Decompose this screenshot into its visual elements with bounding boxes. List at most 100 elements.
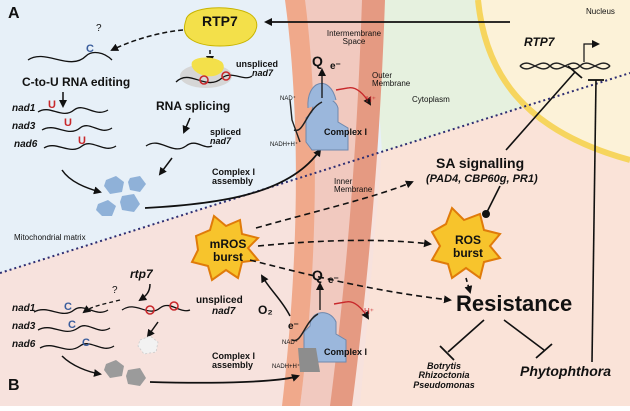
electron-label-a: e⁻ [330, 61, 341, 72]
ros-burst-label: ROS burst [440, 234, 496, 259]
pathogen-botrytis: Botrytis [426, 361, 461, 371]
h-plus-label-b: H⁺ [364, 307, 374, 316]
c-base-b2: C [68, 319, 76, 331]
arrow-ros-to-resistance [464, 277, 473, 294]
ros-line1: ROS [454, 233, 481, 247]
arrow-assembly-to-complex-b [149, 374, 300, 384]
rtp7-protein-label: RTP7 [202, 13, 238, 29]
inner-membrane [282, 0, 315, 406]
c-base-a: C [86, 43, 94, 55]
proton-pump-b [333, 301, 370, 320]
c-base-b3: C [82, 337, 90, 349]
gene-promoter-arrow [583, 40, 600, 62]
inhibit-sa-to-dna-bar [567, 65, 583, 79]
unspliced-line2-a: nad7 [252, 68, 274, 79]
nad6-label-a: nad6 [14, 139, 38, 150]
nadh-label-b: NADH+H⁺ [272, 364, 301, 370]
subunit-a1 [104, 176, 124, 194]
complex-i-label-b: Complex I [324, 347, 368, 357]
u-base-2: U [64, 117, 72, 129]
inhibit-resistance-to-bacteria-bar [439, 345, 455, 361]
link-sa-to-ros-dot [482, 210, 490, 218]
spliced-line1-a: spliced [210, 127, 242, 137]
rna-splicing-label: RNA splicing [156, 99, 231, 113]
inner-membrane-line2: Membrane [334, 185, 373, 195]
electron-label-b-1: e⁻ [288, 321, 299, 332]
pathogen-rhizoctonia: Rhizoctonia [418, 370, 470, 381]
inhibit-sa-to-dna [505, 71, 576, 151]
nucleus-label: Nucleus [586, 7, 615, 16]
unspliced-nad7-rna-b [121, 304, 191, 312]
sa-signalling-label: SA signalling [436, 155, 525, 171]
dna-helix-strand [519, 62, 611, 70]
subunit-a3 [96, 200, 116, 216]
u-base-1: U [48, 99, 56, 111]
unspliced-label-a: unspliced nad7 [236, 59, 279, 79]
nad-plus-label-a: NAD⁺ [280, 96, 296, 102]
unspliced-line1-b: unspliced [196, 295, 243, 306]
subunit-b1 [104, 360, 124, 378]
panel-a-label: A [8, 5, 20, 22]
rtp7-mutant-label: rtp7 [130, 267, 153, 281]
complex-assembly-line1-b: Complex I [212, 351, 256, 361]
arrow-mros-to-resistance [249, 259, 452, 304]
arrow-b-to-assembly [61, 355, 102, 377]
intermembrane-line2: Space [342, 37, 366, 47]
panel-b-label: B [8, 377, 20, 394]
intermembrane-line1: Intermembrane [326, 29, 382, 38]
nad3-label-b: nad3 [12, 321, 36, 332]
o2-arrow [261, 274, 291, 317]
rna-b-nad6 [39, 343, 115, 351]
h-plus-label-a: H⁺ [366, 95, 376, 104]
intron-loop-2 [221, 71, 231, 81]
intermembrane-space-label: Intermembrane Space [324, 29, 384, 47]
complex-assembly-label-a: Complex I assembly [212, 167, 256, 187]
question-arrow-b [82, 299, 121, 314]
nad1-label-b: nad1 [12, 303, 36, 314]
question-mark-b: ? [112, 285, 118, 296]
subunit-b2 [126, 368, 146, 386]
complex-i-b-grey [298, 348, 320, 372]
complex-assembly-line2-b: assembly [212, 360, 254, 371]
mros-line2: burst [213, 249, 243, 264]
nuclear-gene-label: RTP7 [524, 35, 555, 49]
unspliced-line1-a: unspliced [236, 59, 279, 69]
outer-membrane-line1: Outer [372, 71, 393, 80]
mros-line1: mROS [209, 237, 247, 251]
arrow-spliced-to-assembly [158, 157, 173, 176]
intron-loop-b1 [145, 305, 155, 315]
complex-assembly-label-b: Complex I assembly [212, 351, 256, 371]
complex-i-label-a: Complex I [324, 127, 368, 137]
resistance-label: Resistance [456, 291, 573, 316]
arrow-mros-to-sa [255, 180, 414, 229]
bacterial-pathogens-label: Botrytis Rhizoctonia Pseudomonas [412, 361, 476, 390]
unspliced-label-b: unspliced nad7 [196, 295, 243, 317]
electron-path-b [291, 313, 319, 342]
o2-label: O₂ [258, 303, 273, 317]
proton-pump-a [335, 87, 372, 106]
nad1-label-a: nad1 [12, 103, 36, 114]
ros-burst-star [430, 206, 502, 280]
inhibit-phytophthora-to-dna [591, 79, 597, 363]
outer-membrane-line2: Membrane [372, 79, 411, 89]
panel-divider [0, 72, 630, 274]
phytophthora-label: Phytophthora [520, 363, 611, 379]
arrow-assembly-to-complex-a [144, 148, 322, 209]
outer-membrane-label: Outer Membrane [372, 71, 411, 89]
sa-genes-label: (PAD4, CBP60g, PR1) [426, 173, 538, 185]
nad6-label-b: nad6 [12, 339, 36, 350]
nadh-label-a: NADH+H⁺ [270, 142, 299, 148]
nadh-path-a [289, 99, 301, 143]
rna-b-nad3 [37, 325, 111, 333]
arrow-edited-to-assembly [61, 169, 102, 195]
pathogen-pseudomonas: Pseudomonas [413, 379, 475, 390]
subunit-a2 [128, 176, 146, 192]
electron-label-b-2: e⁻ [328, 275, 339, 286]
mros-burst-label: mROS burst [200, 238, 256, 263]
arrow-mros-to-ros [257, 239, 432, 248]
rtp7-arrow-to-splicing [138, 283, 151, 302]
arrow-rtp7-to-editing [110, 29, 184, 51]
complex-assembly-line1-a: Complex I [212, 167, 256, 177]
mitochondrial-matrix-label: Mitochondrial matrix [14, 233, 86, 242]
